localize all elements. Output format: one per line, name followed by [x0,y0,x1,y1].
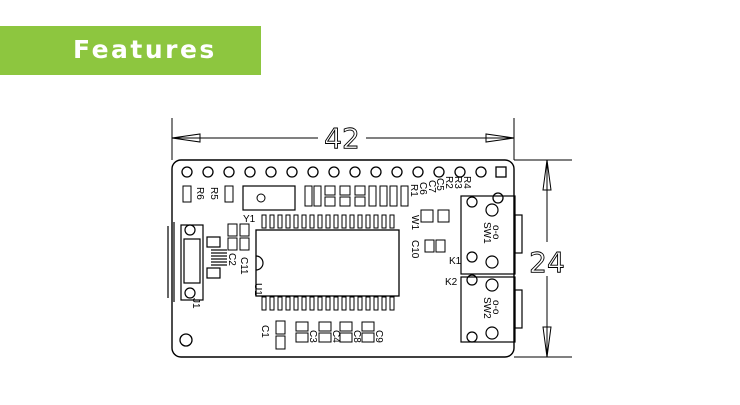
pad [466,331,478,343]
usb-pins [211,249,227,266]
label-c6: C6 [417,182,428,195]
label-w1: W1 [409,215,420,230]
capacitor-c3 [295,321,309,343]
label-j1: J1 [190,298,201,309]
mounting-hole [179,333,193,347]
pad-k1 [466,251,478,263]
label-c11: C11 [238,257,249,275]
label-r5: R5 [208,187,219,200]
label-k2: K2 [445,277,458,288]
label-c2: C2 [226,253,237,266]
label-c5: C5 [434,178,445,191]
label-c9: C9 [373,330,384,343]
label-c1: C1 [259,325,270,338]
label-r3: R3 [452,176,463,189]
usb-connector-j1 [167,222,221,302]
capacitor-c2 [239,223,250,251]
label-u1: U1 [252,283,263,296]
capacitor-c8 [339,321,353,343]
label-r2: R2 [443,176,454,189]
label-sw1: SW1 [481,222,492,244]
width-label: 42 [324,122,360,155]
capacitor-c1 [275,320,286,350]
label-c7: C7 [426,180,437,193]
mounting-hole [492,192,504,204]
label-c10: C10 [409,240,420,259]
smd-array [304,185,409,207]
ic-u1 [255,214,400,311]
resistor-r5 [224,185,234,203]
height-label: 24 [529,246,565,279]
pad [466,196,478,208]
switch-sw1 [460,195,523,275]
label-r1: R1 [408,184,419,197]
label-sw1-symbol: o-o [490,225,501,240]
features-title: Features [73,35,217,64]
label-sw2-symbol: o-o [490,300,501,315]
label-sw2: SW2 [481,297,492,319]
capacitor-c10 [424,239,446,253]
label-c3: C3 [307,330,318,343]
resistor-r6 [182,185,192,203]
switch-sw2 [460,276,523,343]
label-k1: K1 [449,256,462,267]
label-r6: R6 [194,187,205,200]
width-dimension: 42 [171,118,515,160]
header-pins [181,166,507,178]
label-r4: R4 [461,176,472,189]
height-dimension: 24 [514,159,576,358]
features-banner: Features [0,26,261,75]
capacitor-c4 [318,321,332,343]
capacitor-c9 [361,321,375,343]
label-c8: C8 [351,330,362,343]
capacitor-c11 [227,223,238,251]
component-w1 [420,209,450,223]
label-y1: Y1 [243,214,256,225]
crystal-y1 [242,185,296,211]
label-c4: C4 [330,330,341,343]
crystal-pad [256,193,266,203]
